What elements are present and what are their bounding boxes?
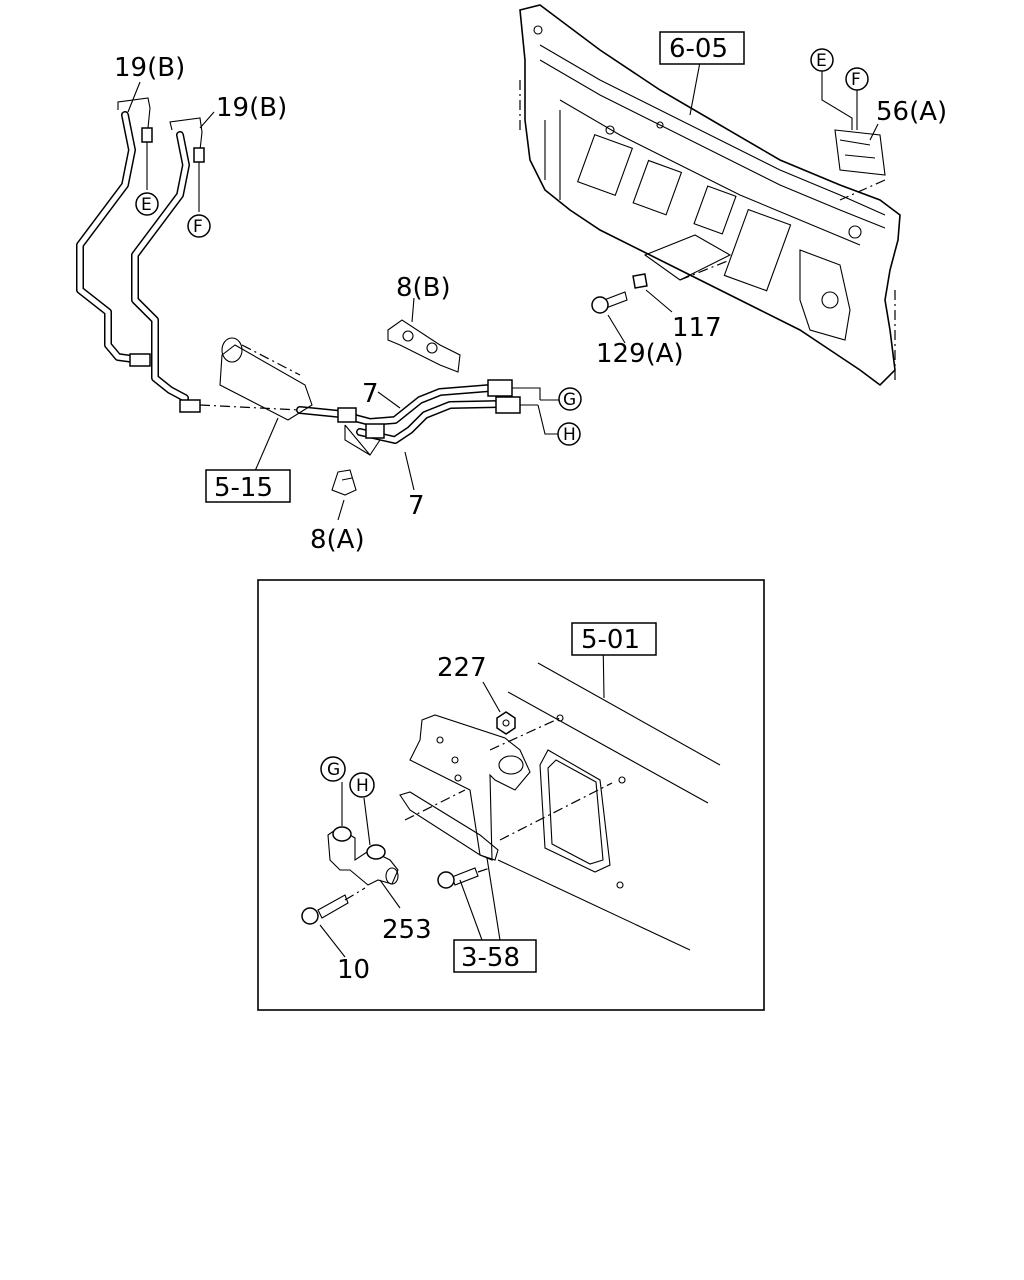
ref-5-15: 5-15	[214, 473, 273, 503]
circle-f-label: F	[193, 217, 203, 237]
ref-box-6-05: 6-05	[659, 31, 745, 65]
connector-e-pipe: E	[135, 192, 159, 216]
label-19b-left: 19(B)	[114, 53, 185, 83]
label-7-top: 7	[362, 379, 379, 409]
circle-e-label: E	[141, 195, 152, 215]
label-129a: 129(A)	[596, 339, 684, 369]
clamp-8b	[387, 297, 461, 373]
screw-129a	[591, 291, 628, 344]
connector-e-panel: E	[810, 48, 853, 130]
label-253: 253	[382, 915, 432, 945]
connector-g-pipe: G	[530, 387, 582, 411]
dash-panel-illustration	[519, 4, 901, 387]
bolt-10	[301, 887, 366, 958]
circle-f-label: F	[851, 70, 861, 90]
circle-h-label: H	[563, 425, 576, 445]
ref-box-5-15: 5-15	[205, 469, 291, 503]
label-7-bottom: 7	[408, 491, 425, 521]
connector-f-panel: F	[845, 67, 869, 130]
circle-g-label: G	[563, 390, 576, 410]
ref-6-05: 6-05	[669, 34, 728, 64]
label-56a: 56(A)	[876, 97, 947, 127]
bracket-illustration	[399, 714, 613, 861]
connector-g-inset: G	[320, 756, 346, 782]
oil-pipes	[76, 97, 538, 456]
ref-box-5-01: 5-01	[571, 622, 657, 656]
oil-cooler-illustration	[199, 337, 313, 479]
label-10: 10	[337, 955, 370, 985]
bolt-3-58	[437, 857, 501, 941]
frame-rail-illustration	[497, 636, 721, 951]
label-8b: 8(B)	[396, 273, 451, 303]
clip-117	[632, 273, 673, 313]
ref-3-58: 3-58	[461, 943, 520, 973]
hose-block-253	[327, 782, 401, 909]
label-19b-right: 19(B)	[216, 93, 287, 123]
nut-227	[482, 681, 516, 735]
connector-f-pipe: F	[187, 214, 211, 238]
ref-box-3-58: 3-58	[453, 939, 537, 973]
clip-8a	[331, 469, 357, 521]
connector-h-inset: H	[349, 772, 375, 798]
label-8a: 8(A)	[310, 525, 365, 555]
label-227: 227	[437, 653, 487, 683]
ref-5-01: 5-01	[581, 625, 640, 655]
circle-g-label: G	[327, 760, 340, 780]
connector-h-pipe: H	[537, 404, 581, 446]
inset-frame	[257, 579, 765, 1011]
circle-e-label: E	[816, 51, 827, 71]
circle-h-label: H	[356, 776, 369, 796]
label-117: 117	[672, 313, 722, 343]
